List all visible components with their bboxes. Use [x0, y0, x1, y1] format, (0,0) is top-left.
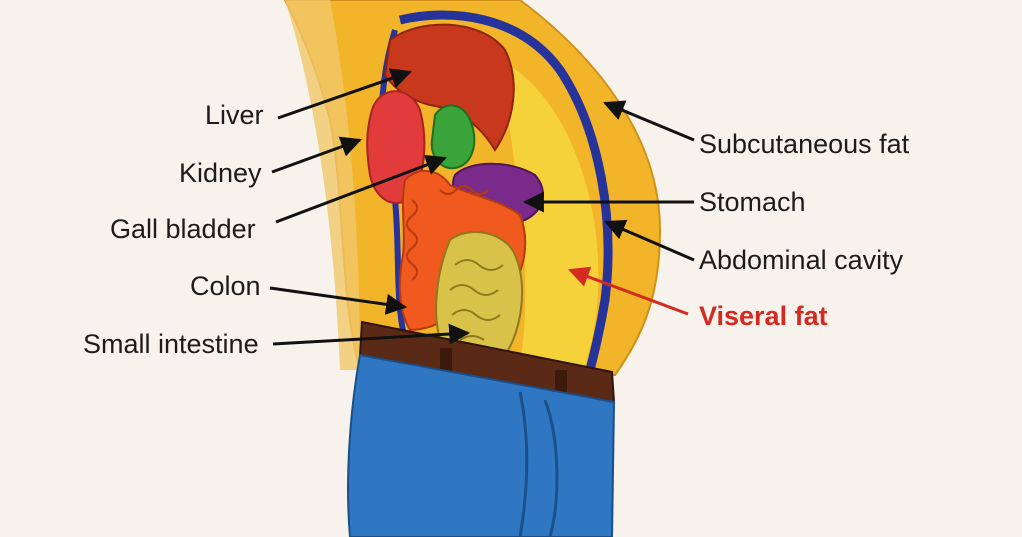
label-liver: Liver [205, 100, 264, 130]
visceral-fat-arrow [568, 266, 689, 316]
label-abdominal-cavity: Abdominal cavity [699, 245, 904, 275]
label-small-intestine: Small intestine [83, 329, 259, 359]
subcutaneous-fat-arrow [603, 100, 695, 142]
kidney-arrow [271, 136, 362, 174]
label-subcutaneous-fat: Subcutaneous fat [699, 129, 910, 159]
colon-folds [406, 185, 489, 281]
label-stomach: Stomach [699, 187, 806, 217]
visceral-fat-region [500, 60, 599, 365]
label-visceral-fat: Viseral fat [699, 301, 828, 331]
abdominal-wall [398, 10, 613, 372]
small-intestine-arrow [272, 323, 471, 346]
label-gall-bladder: Gall bladder [110, 214, 256, 244]
liver [383, 23, 515, 152]
abdominal-cavity-arrow [604, 219, 695, 262]
small-intestine-loops [449, 259, 504, 341]
jeans-seam [518, 391, 559, 537]
label-colon: Colon [190, 271, 261, 301]
gall-bladder [430, 104, 476, 170]
liver-arrow [277, 68, 412, 120]
label-kidney: Kidney [179, 158, 262, 188]
skin-shading [285, 0, 360, 370]
gall-bladder-arrow [275, 154, 447, 224]
colon-arrow [269, 286, 408, 315]
